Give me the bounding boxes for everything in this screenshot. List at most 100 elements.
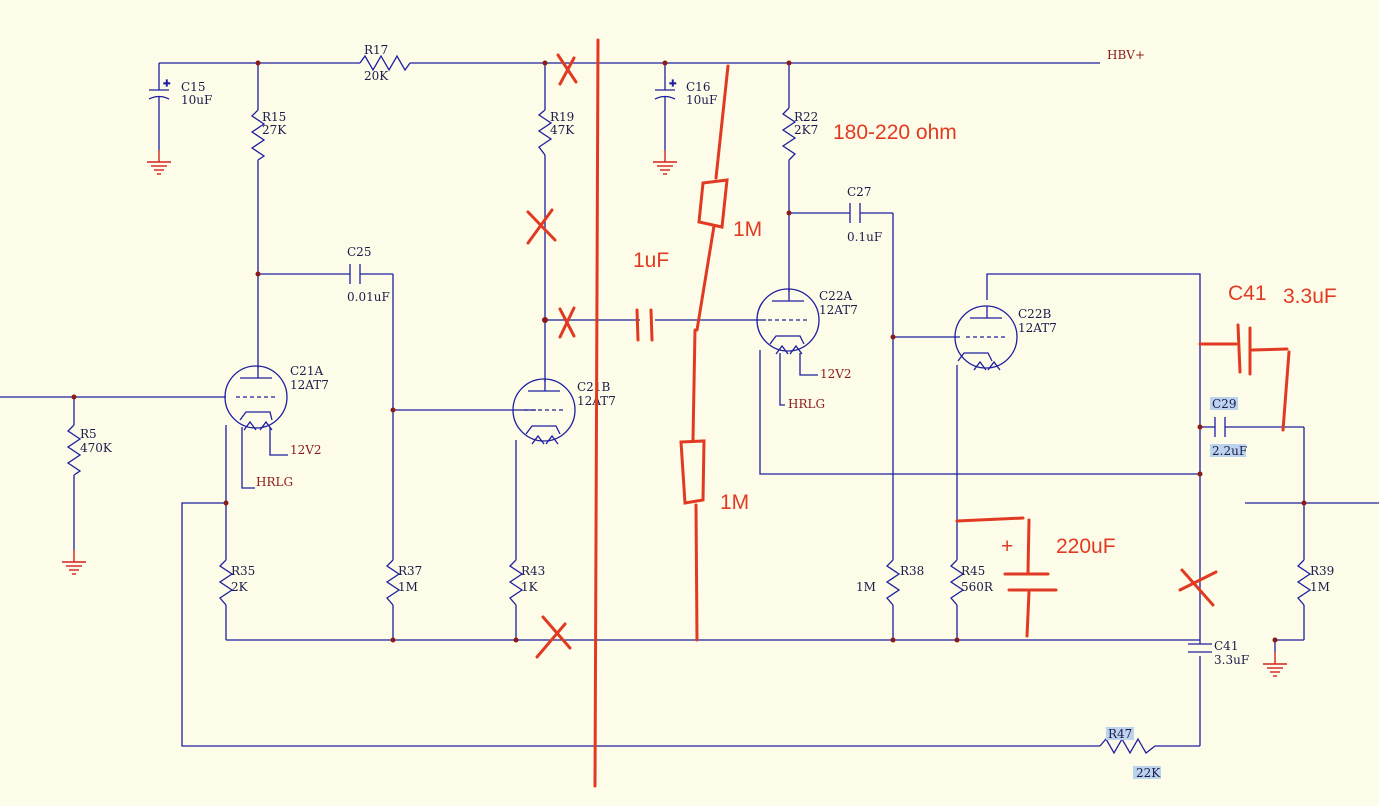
tubes [224, 288, 1018, 445]
capacitors [148, 77, 1226, 653]
r38-ref: R38 [900, 564, 924, 578]
cap-c41-plate [1236, 323, 1242, 374]
r15-value: 27K [262, 123, 287, 137]
r39-value: 1M [1310, 580, 1330, 594]
cap-1uf-plate [635, 308, 640, 342]
r22-symbol [781, 107, 797, 161]
hrlg-net-label: HRLG [788, 397, 825, 411]
hrlg-net-label: HRLG [256, 475, 293, 489]
annotation-1uf: 1uF [633, 249, 669, 272]
r43-ref: R43 [521, 564, 545, 578]
r47-value: 22K [1136, 766, 1161, 780]
r37-value: 1M [398, 580, 418, 594]
annotation-220uf: 220uF [1056, 535, 1116, 558]
wires [0, 62, 1379, 747]
annotation-r22-range: 180-220 ohm [833, 121, 957, 144]
c16-symbol [654, 77, 678, 111]
c21b-ref: C21B [577, 380, 610, 394]
r47-ref: R47 [1108, 727, 1132, 741]
r38-symbol [885, 559, 901, 606]
c21b-tube-symbol [512, 378, 576, 445]
c15-ref: C15 [181, 80, 205, 94]
r43-symbol [508, 559, 524, 606]
hbv-net-label: HBV+ [1107, 48, 1145, 62]
c21a-ref: C21A [290, 364, 323, 378]
r35-value: 2K [231, 580, 249, 594]
strike-mark [556, 53, 578, 86]
c41-symbol [1188, 632, 1212, 653]
c22a-ref: C22A [819, 289, 852, 303]
r22-value: 2K7 [794, 123, 818, 137]
v12-net-label: 12V2 [290, 443, 322, 457]
c16-ref: C16 [686, 80, 710, 94]
r43-value: 1K [521, 580, 539, 594]
r19-symbol [537, 109, 553, 156]
r39-symbol [1296, 559, 1312, 606]
c21a-value: 12AT7 [290, 378, 329, 392]
strike-mark [535, 615, 572, 659]
r22-ref: R22 [794, 110, 818, 124]
c41-ref: C41 [1214, 639, 1238, 653]
r39-ref: R39 [1310, 564, 1334, 578]
c22b-tube-symbol [954, 305, 1018, 371]
junctions [71, 60, 1307, 643]
c29-symbol [1214, 417, 1226, 437]
annotation-1m-lower: 1M [720, 491, 749, 514]
annotation-plus: + [1001, 535, 1013, 558]
c25-ref: C25 [347, 245, 371, 259]
cap-1uf-plate [649, 308, 654, 342]
r37-symbol [385, 559, 401, 606]
resistors [66, 54, 1312, 755]
c15-symbol [148, 77, 172, 111]
r45-symbol [949, 559, 965, 606]
r19-value: 47K [550, 123, 575, 137]
annotation-c41-ref: C41 [1228, 282, 1267, 305]
resistor-1m-upper [697, 178, 729, 229]
c16-value: 10uF [686, 93, 717, 107]
ground-symbol [652, 149, 678, 175]
strike-mark [1178, 568, 1218, 607]
c29-ref: C29 [1212, 397, 1236, 411]
c22b-ref: C22B [1018, 307, 1051, 321]
r15-symbol [250, 109, 266, 161]
c25-symbol [349, 264, 361, 284]
c27-value: 0.1uF [847, 230, 882, 244]
strike-mark [558, 306, 576, 339]
annotation-c41-value: 3.3uF [1283, 285, 1337, 308]
r5-value: 470K [80, 441, 113, 455]
r5-ref: R5 [80, 427, 97, 441]
r35-symbol [218, 559, 234, 606]
r35-ref: R35 [231, 564, 255, 578]
r17-ref: R17 [364, 43, 388, 57]
c22a-value: 12AT7 [819, 303, 858, 317]
ground-symbol [146, 149, 172, 175]
c15-value: 10uF [181, 93, 212, 107]
c27-ref: C27 [847, 185, 871, 199]
annotation-1m-upper: 1M [733, 218, 762, 241]
c29-value: 2.2uF [1212, 444, 1247, 458]
c27-symbol [849, 203, 861, 223]
red-annotations: 180-220 ohm 1M 1uF 1M + 220uF C41 3.3uF [633, 121, 1337, 558]
component-labels: C15 10uF R17 20K R15 27K R19 47K C16 10u… [80, 43, 1334, 780]
r15-ref: R15 [262, 110, 286, 124]
v12-net-label: 12V2 [820, 367, 852, 381]
red-markup [526, 38, 1291, 788]
r38-value: 1M [856, 580, 876, 594]
c22b-value: 12AT7 [1018, 321, 1057, 335]
ground-symbol [61, 549, 87, 575]
c21a-tube-symbol [224, 365, 288, 431]
strike-mark [526, 208, 557, 245]
c41-value: 3.3uF [1214, 653, 1249, 667]
r19-ref: R19 [550, 110, 574, 124]
c22a-tube-symbol [756, 288, 820, 355]
r45-ref: R45 [961, 564, 985, 578]
r17-value: 20K [364, 69, 389, 83]
ground-symbol [1262, 651, 1288, 677]
r45-value: 560R [961, 580, 994, 594]
c25-value: 0.01uF [347, 290, 390, 304]
r5-symbol [66, 424, 82, 476]
r47-symbol [1099, 737, 1156, 755]
resistor-1m-lower [679, 439, 706, 505]
r37-ref: R37 [398, 564, 422, 578]
